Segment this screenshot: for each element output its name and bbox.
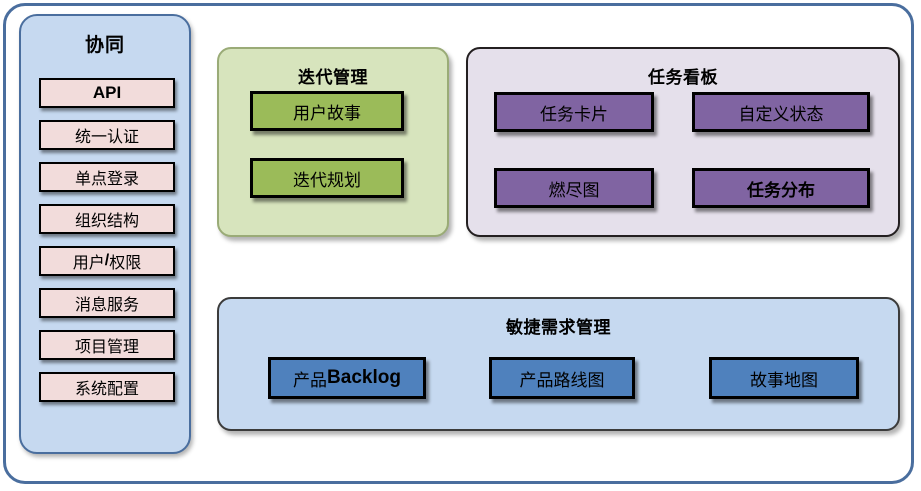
node-product-backlog-latin: Backlog bbox=[327, 367, 401, 388]
group-title-task-board: 任务看板 bbox=[648, 68, 718, 87]
group-title-agile-requirements: 敏捷需求管理 bbox=[506, 318, 611, 337]
sidebar-item-system-config[interactable]: 系统配置 bbox=[39, 372, 175, 402]
node-task-card[interactable]: 任务卡片 bbox=[494, 92, 654, 132]
diagram-outer-frame bbox=[3, 3, 914, 484]
node-product-backlog-cn: 产品 bbox=[293, 370, 328, 390]
group-panel-iteration-management: 迭代管理 bbox=[217, 47, 449, 237]
sidebar-item-unified-auth[interactable]: 统一认证 bbox=[39, 120, 175, 150]
node-user-story[interactable]: 用户故事 bbox=[250, 91, 404, 131]
sidebar-item-message-service[interactable]: 消息服务 bbox=[39, 288, 175, 318]
sidebar-item-user-permission-separator: / bbox=[104, 252, 110, 269]
sidebar-item-single-sign-on[interactable]: 单点登录 bbox=[39, 162, 175, 192]
sidebar-item-list: API 统一认证 单点登录 组织结构 用户/权限 消息服务 项目管理 系统配置 bbox=[39, 78, 175, 414]
sidebar-item-user-permission[interactable]: 用户/权限 bbox=[39, 246, 175, 276]
sidebar-item-user-permission-suffix: 权限 bbox=[109, 255, 142, 272]
node-iteration-planning[interactable]: 迭代规划 bbox=[250, 158, 404, 198]
sidebar-item-project-management[interactable]: 项目管理 bbox=[39, 330, 175, 360]
sidebar-item-user-permission-prefix: 用户 bbox=[72, 255, 105, 272]
group-panel-task-board: 任务看板 bbox=[466, 47, 900, 237]
sidebar-title: 协同 bbox=[84, 35, 125, 56]
node-task-distribution[interactable]: 任务分布 bbox=[692, 168, 870, 208]
sidebar-panel-collaboration: 协同 API 统一认证 单点登录 组织结构 用户/权限 消息服务 项目管理 系统… bbox=[19, 14, 191, 454]
node-custom-status[interactable]: 自定义状态 bbox=[692, 92, 870, 132]
sidebar-item-api[interactable]: API bbox=[39, 78, 175, 108]
node-story-map[interactable]: 故事地图 bbox=[709, 357, 859, 399]
node-product-roadmap[interactable]: 产品路线图 bbox=[489, 357, 635, 399]
group-title-iteration-management: 迭代管理 bbox=[298, 68, 368, 87]
sidebar-item-org-structure[interactable]: 组织结构 bbox=[39, 204, 175, 234]
node-burndown-chart[interactable]: 燃尽图 bbox=[494, 168, 654, 208]
